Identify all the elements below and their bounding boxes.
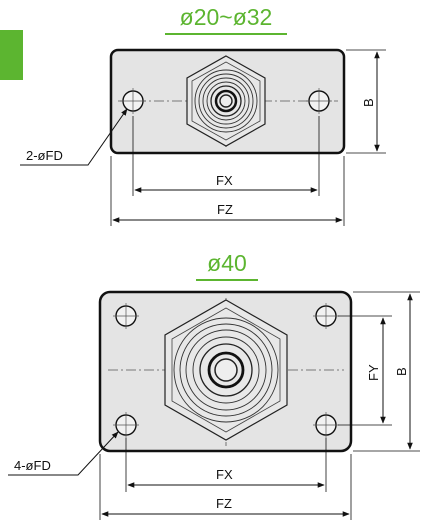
top-hex-inner xyxy=(191,61,261,141)
bottom-hole-top-left xyxy=(113,303,139,329)
bottom-fx-label: FX xyxy=(216,467,233,482)
top-hole-right xyxy=(306,88,332,114)
bottom-b-label: B xyxy=(394,367,409,376)
bottom-hole-top-right xyxy=(313,303,339,329)
top-ring-1 xyxy=(194,69,258,133)
top-fz-label: FZ xyxy=(217,202,233,217)
bottom-hole-bottom-right xyxy=(313,412,339,438)
top-hole-leader xyxy=(20,108,128,166)
bottom-hole-bottom-left xyxy=(113,412,139,438)
top-drawing: 2-øFD FX FZ B xyxy=(20,48,386,226)
title-bottom: ø40 xyxy=(196,250,258,281)
bottom-ring-1 xyxy=(173,317,279,423)
top-b-label: B xyxy=(361,98,376,107)
bottom-hex-inner xyxy=(171,307,281,433)
top-rod-core xyxy=(219,94,233,108)
bottom-fz-label: FZ xyxy=(216,496,232,511)
top-ring-2 xyxy=(198,73,254,129)
title-top-underline xyxy=(165,33,287,35)
top-hole-left xyxy=(120,88,146,114)
title-bottom-underline xyxy=(196,279,258,281)
bottom-rod-core xyxy=(214,358,238,382)
title-bottom-text: ø40 xyxy=(207,250,247,276)
section-marker xyxy=(0,30,23,80)
bottom-ring-4 xyxy=(192,336,260,404)
title-top-text: ø20~ø32 xyxy=(179,4,273,30)
bottom-fy-label: FY xyxy=(366,364,381,381)
bottom-ring-3 xyxy=(185,329,267,411)
top-fx-label: FX xyxy=(216,173,233,188)
title-top: ø20~ø32 xyxy=(165,4,287,35)
top-ring-4 xyxy=(206,81,246,121)
bottom-ring-2 xyxy=(179,323,273,417)
top-hole-label: 2-øFD xyxy=(26,148,63,163)
bottom-hole-label: 4-øFD xyxy=(14,458,51,473)
bottom-drawing: 4-øFD FX FZ FY B xyxy=(8,290,420,520)
top-ring-3 xyxy=(202,77,250,125)
bottom-hole-leader xyxy=(8,431,119,476)
